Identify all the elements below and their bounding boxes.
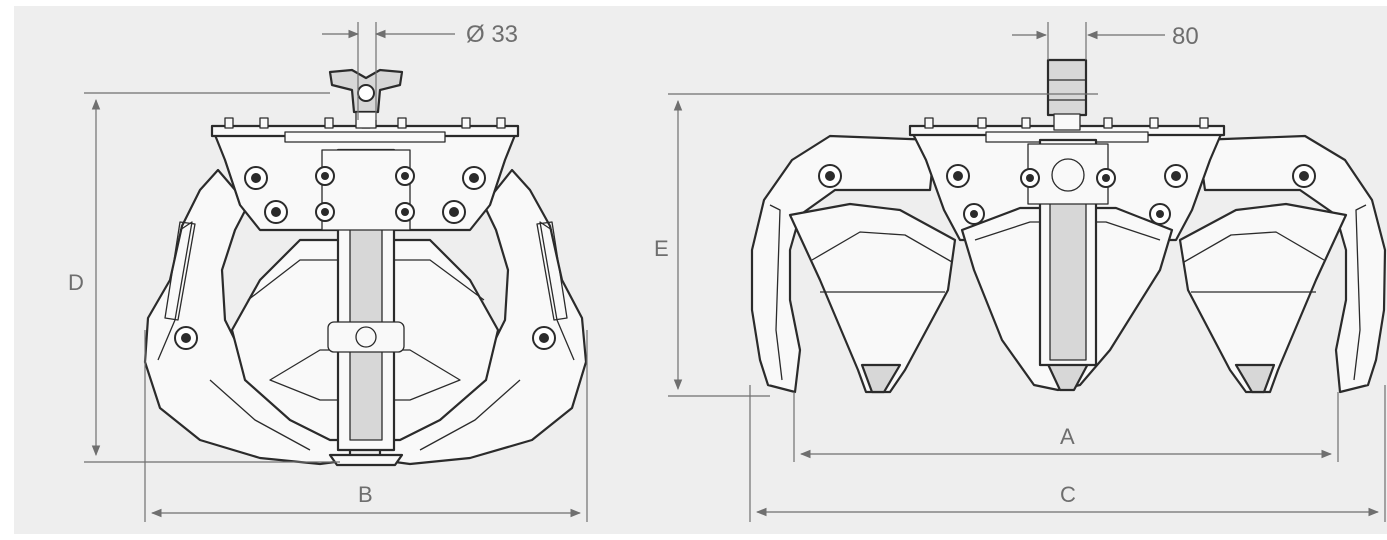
right-arm-left [750, 134, 937, 394]
left-dimensions [84, 22, 588, 522]
right-dimensions [668, 22, 1386, 522]
label-inner-width-a: A [1060, 424, 1075, 449]
label-height-d: D [68, 270, 84, 295]
label-shaft-diameter: Ø 33 [466, 21, 518, 48]
right-bolts [818, 164, 1316, 225]
left-bolts [174, 166, 556, 350]
right-view-grab [750, 58, 1387, 394]
right-top-shaft [1046, 58, 1088, 117]
right-arm-right [1196, 134, 1387, 394]
left-shell-right [378, 168, 588, 466]
label-width-b: B [358, 482, 373, 507]
label-height-e: E [654, 236, 669, 261]
left-shell-left [143, 168, 352, 466]
left-view-grab [143, 68, 588, 467]
right-tine-right [1178, 202, 1348, 394]
label-outer-width-c: C [1060, 482, 1076, 507]
right-tine-left [788, 202, 957, 394]
label-shaft-width: 80 [1172, 23, 1199, 50]
right-top-bolts [924, 117, 1209, 129]
